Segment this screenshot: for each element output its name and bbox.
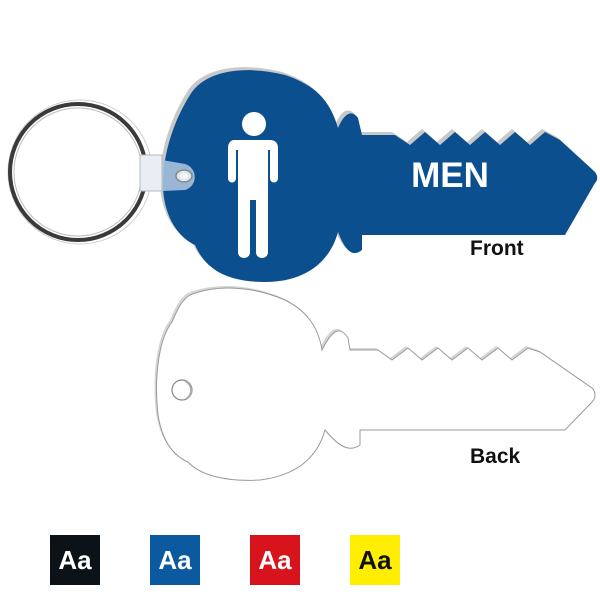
swatch-sample-text: Aa [58,544,92,575]
color-swatch-black[interactable]: Aa [50,535,100,585]
color-swatch-red[interactable]: Aa [250,535,300,585]
key-ring-icon [7,99,153,245]
swatch-sample-text: Aa [158,544,192,575]
back-label: Back [470,445,521,468]
man-restroom-icon [228,112,278,258]
swatch-sample-text: Aa [358,544,392,575]
color-swatch-yellow[interactable]: Aa [350,535,400,585]
sign-text: MEN [411,156,489,195]
swatch-sample-text: Aa [258,544,292,575]
key-strap [139,154,195,192]
front-key-tag [160,67,598,283]
color-swatch-blue[interactable]: Aa [150,535,200,585]
front-label: Front [470,237,524,260]
back-key-tag [154,286,596,481]
